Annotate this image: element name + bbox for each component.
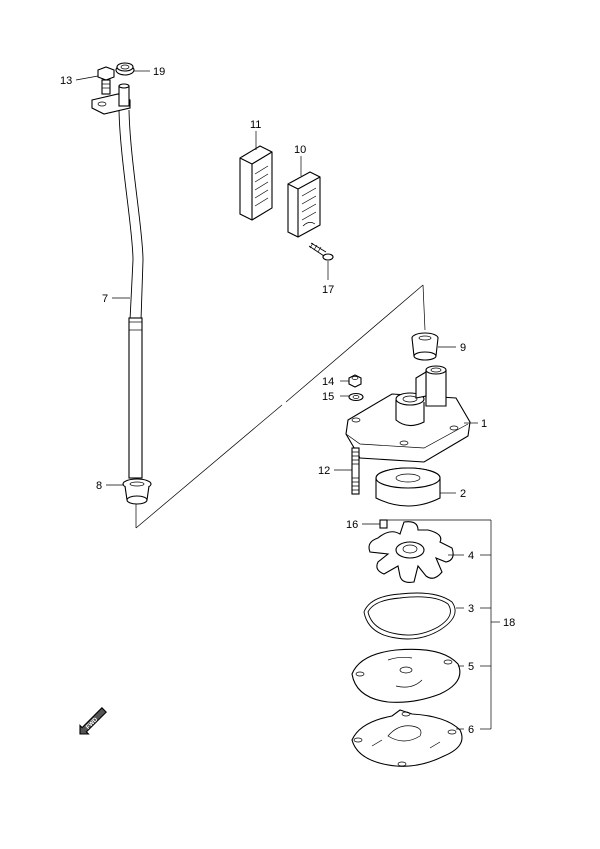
- callout-8: 8: [96, 480, 102, 492]
- liner-2: [375, 467, 441, 507]
- pump-case-1: [345, 365, 471, 463]
- callout-4: 4: [468, 550, 474, 562]
- callout-14: 14: [322, 376, 334, 388]
- fwd-mark: FWD: [79, 707, 107, 735]
- callout-9: 9: [460, 342, 466, 354]
- callout-2: 2: [460, 488, 466, 500]
- grommet-8: [122, 478, 152, 505]
- callout-3: 3: [468, 603, 474, 615]
- water-tube-7: [91, 83, 144, 479]
- callout-1: 1: [481, 418, 487, 430]
- plate-gasket-5: [351, 648, 461, 703]
- seal-11: [239, 145, 273, 221]
- nut-14: [348, 374, 362, 388]
- callout-12: 12: [318, 465, 330, 477]
- callout-6: 6: [468, 724, 474, 736]
- wear-plate-6: [351, 709, 463, 767]
- callout-11: 11: [250, 119, 261, 131]
- leader-lines: [75, 70, 500, 730]
- callout-19: 19: [153, 66, 165, 78]
- stud-bolt-12: [351, 447, 360, 495]
- callout-labels: 13 19 11 10 17 7 8 9 14 15 1 12 2 16 4 3…: [60, 66, 515, 736]
- callout-15: 15: [322, 391, 334, 403]
- cap-9: [411, 332, 439, 361]
- impeller-4: [368, 521, 454, 583]
- grommet-19: [115, 62, 135, 76]
- callout-17: 17: [322, 284, 334, 296]
- callout-7: 7: [102, 293, 108, 305]
- callout-18: 18: [503, 617, 515, 629]
- bolt-13: [97, 66, 115, 95]
- callout-13: 13: [60, 75, 72, 87]
- callout-5: 5: [468, 661, 474, 673]
- callout-10: 10: [294, 144, 306, 156]
- washer-15: [348, 392, 364, 402]
- callout-16: 16: [346, 519, 358, 531]
- gasket-3: [363, 592, 456, 640]
- seal-10: [287, 171, 321, 238]
- key-16: [379, 519, 388, 529]
- screw-17: [308, 242, 334, 261]
- assembly-lines: [135, 284, 426, 529]
